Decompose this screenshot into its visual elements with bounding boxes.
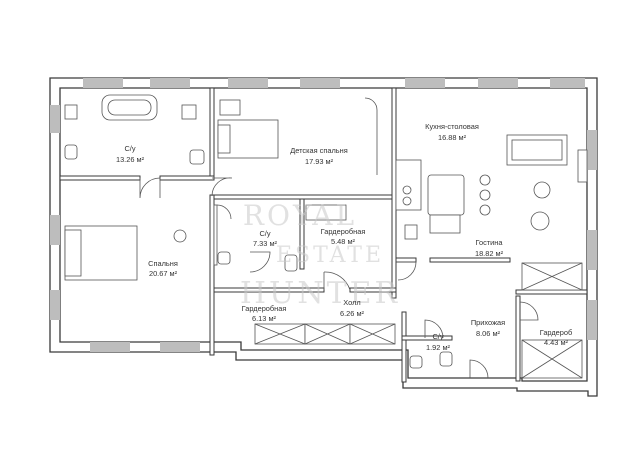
room-area-bedroom: 20.67 м² [149,269,178,278]
watermark-line2: ESTATE [276,243,384,268]
room-name-bath1: С/у [124,144,135,153]
room-area-wardrobe1: 5.48 м² [331,237,356,246]
room-area-wardrobe2: 6.13 м² [252,314,277,323]
room-name-hall: Холл [343,298,360,307]
room-labels: С/у 13.26 м² Детская спальня 17.93 м² Ку… [116,122,572,352]
room-area-kids: 17.93 м² [305,157,334,166]
room-name-bath2: С/у [259,229,270,238]
room-name-wardrobe2: Гардеробная [242,304,287,313]
room-name-wardrobe3: Гардероб [540,328,573,337]
room-name-wardrobe1: Гардеробная [321,227,366,236]
room-area-bath3: 1.92 м² [426,343,451,352]
room-name-living: Гостина [475,238,503,247]
furniture [64,94,588,379]
watermark-line1: ROYAL [243,199,357,232]
room-area-bath2: 7.33 м² [253,239,278,248]
room-name-kids: Детская спальня [290,146,347,155]
room-name-bath3: С/у [432,332,443,341]
room-name-entry: Прихожая [471,318,505,327]
watermark-line3: HUNTER [240,276,400,311]
room-area-bath1: 13.26 м² [116,155,145,164]
room-area-hall: 6.26 м² [340,309,365,318]
doors [139,97,539,379]
room-name-bedroom: Спальня [148,259,178,268]
windows [50,78,597,352]
room-area-wardrobe3: 4.43 м² [544,338,569,347]
room-area-kitchen: 16.88 м² [438,133,467,142]
room-area-entry: 8.06 м² [476,329,501,338]
watermark: ROYAL ESTATE HUNTER [240,199,400,311]
room-name-kitchen: Кухня-столовая [425,122,479,131]
room-area-living: 18.82 м² [475,249,504,258]
